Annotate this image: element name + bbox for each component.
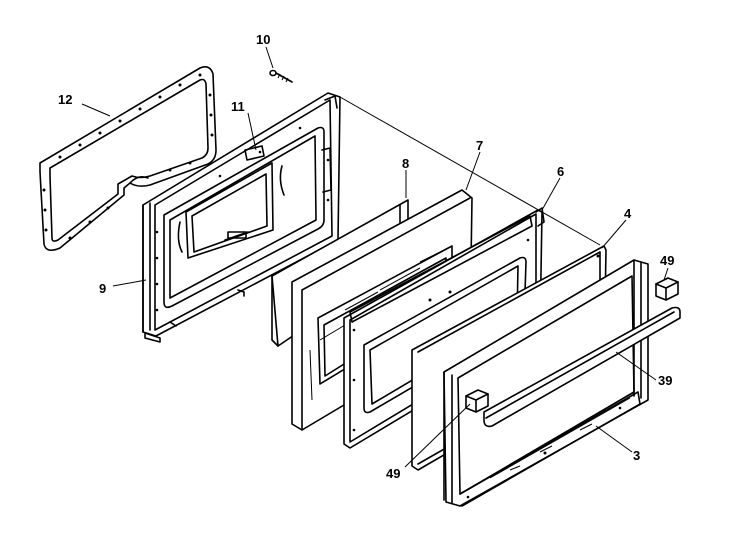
- callout-3: 3: [633, 448, 640, 463]
- callout-49-right: 49: [660, 253, 674, 268]
- part-39-door-handle: [483, 306, 681, 428]
- callout-labels: 12 11 10 9 8 7 6 4 49 39 49 3: [58, 32, 674, 481]
- callout-4: 4: [624, 206, 632, 221]
- part-10-screw: [269, 69, 293, 83]
- callout-6: 6: [557, 164, 564, 179]
- callout-12: 12: [58, 92, 72, 107]
- part-12-door-gasket: [39, 66, 217, 252]
- callout-10: 10: [256, 32, 270, 47]
- part-49-end-cap-right: [655, 277, 679, 301]
- leader-lines: [81, 46, 669, 468]
- gasket-clips: [42, 73, 214, 240]
- callout-8: 8: [402, 156, 409, 171]
- header-title: · ·· ··· · ·· · ·· · ·· ·· ·: [190, 0, 287, 5]
- callout-39: 39: [658, 373, 672, 388]
- assembly-axis-line: [339, 96, 601, 246]
- callout-49-left: 49: [386, 466, 400, 481]
- callout-9: 9: [99, 281, 106, 296]
- callout-11: 11: [231, 99, 245, 114]
- part-9-door-liner: [142, 92, 341, 343]
- callout-7: 7: [476, 138, 483, 153]
